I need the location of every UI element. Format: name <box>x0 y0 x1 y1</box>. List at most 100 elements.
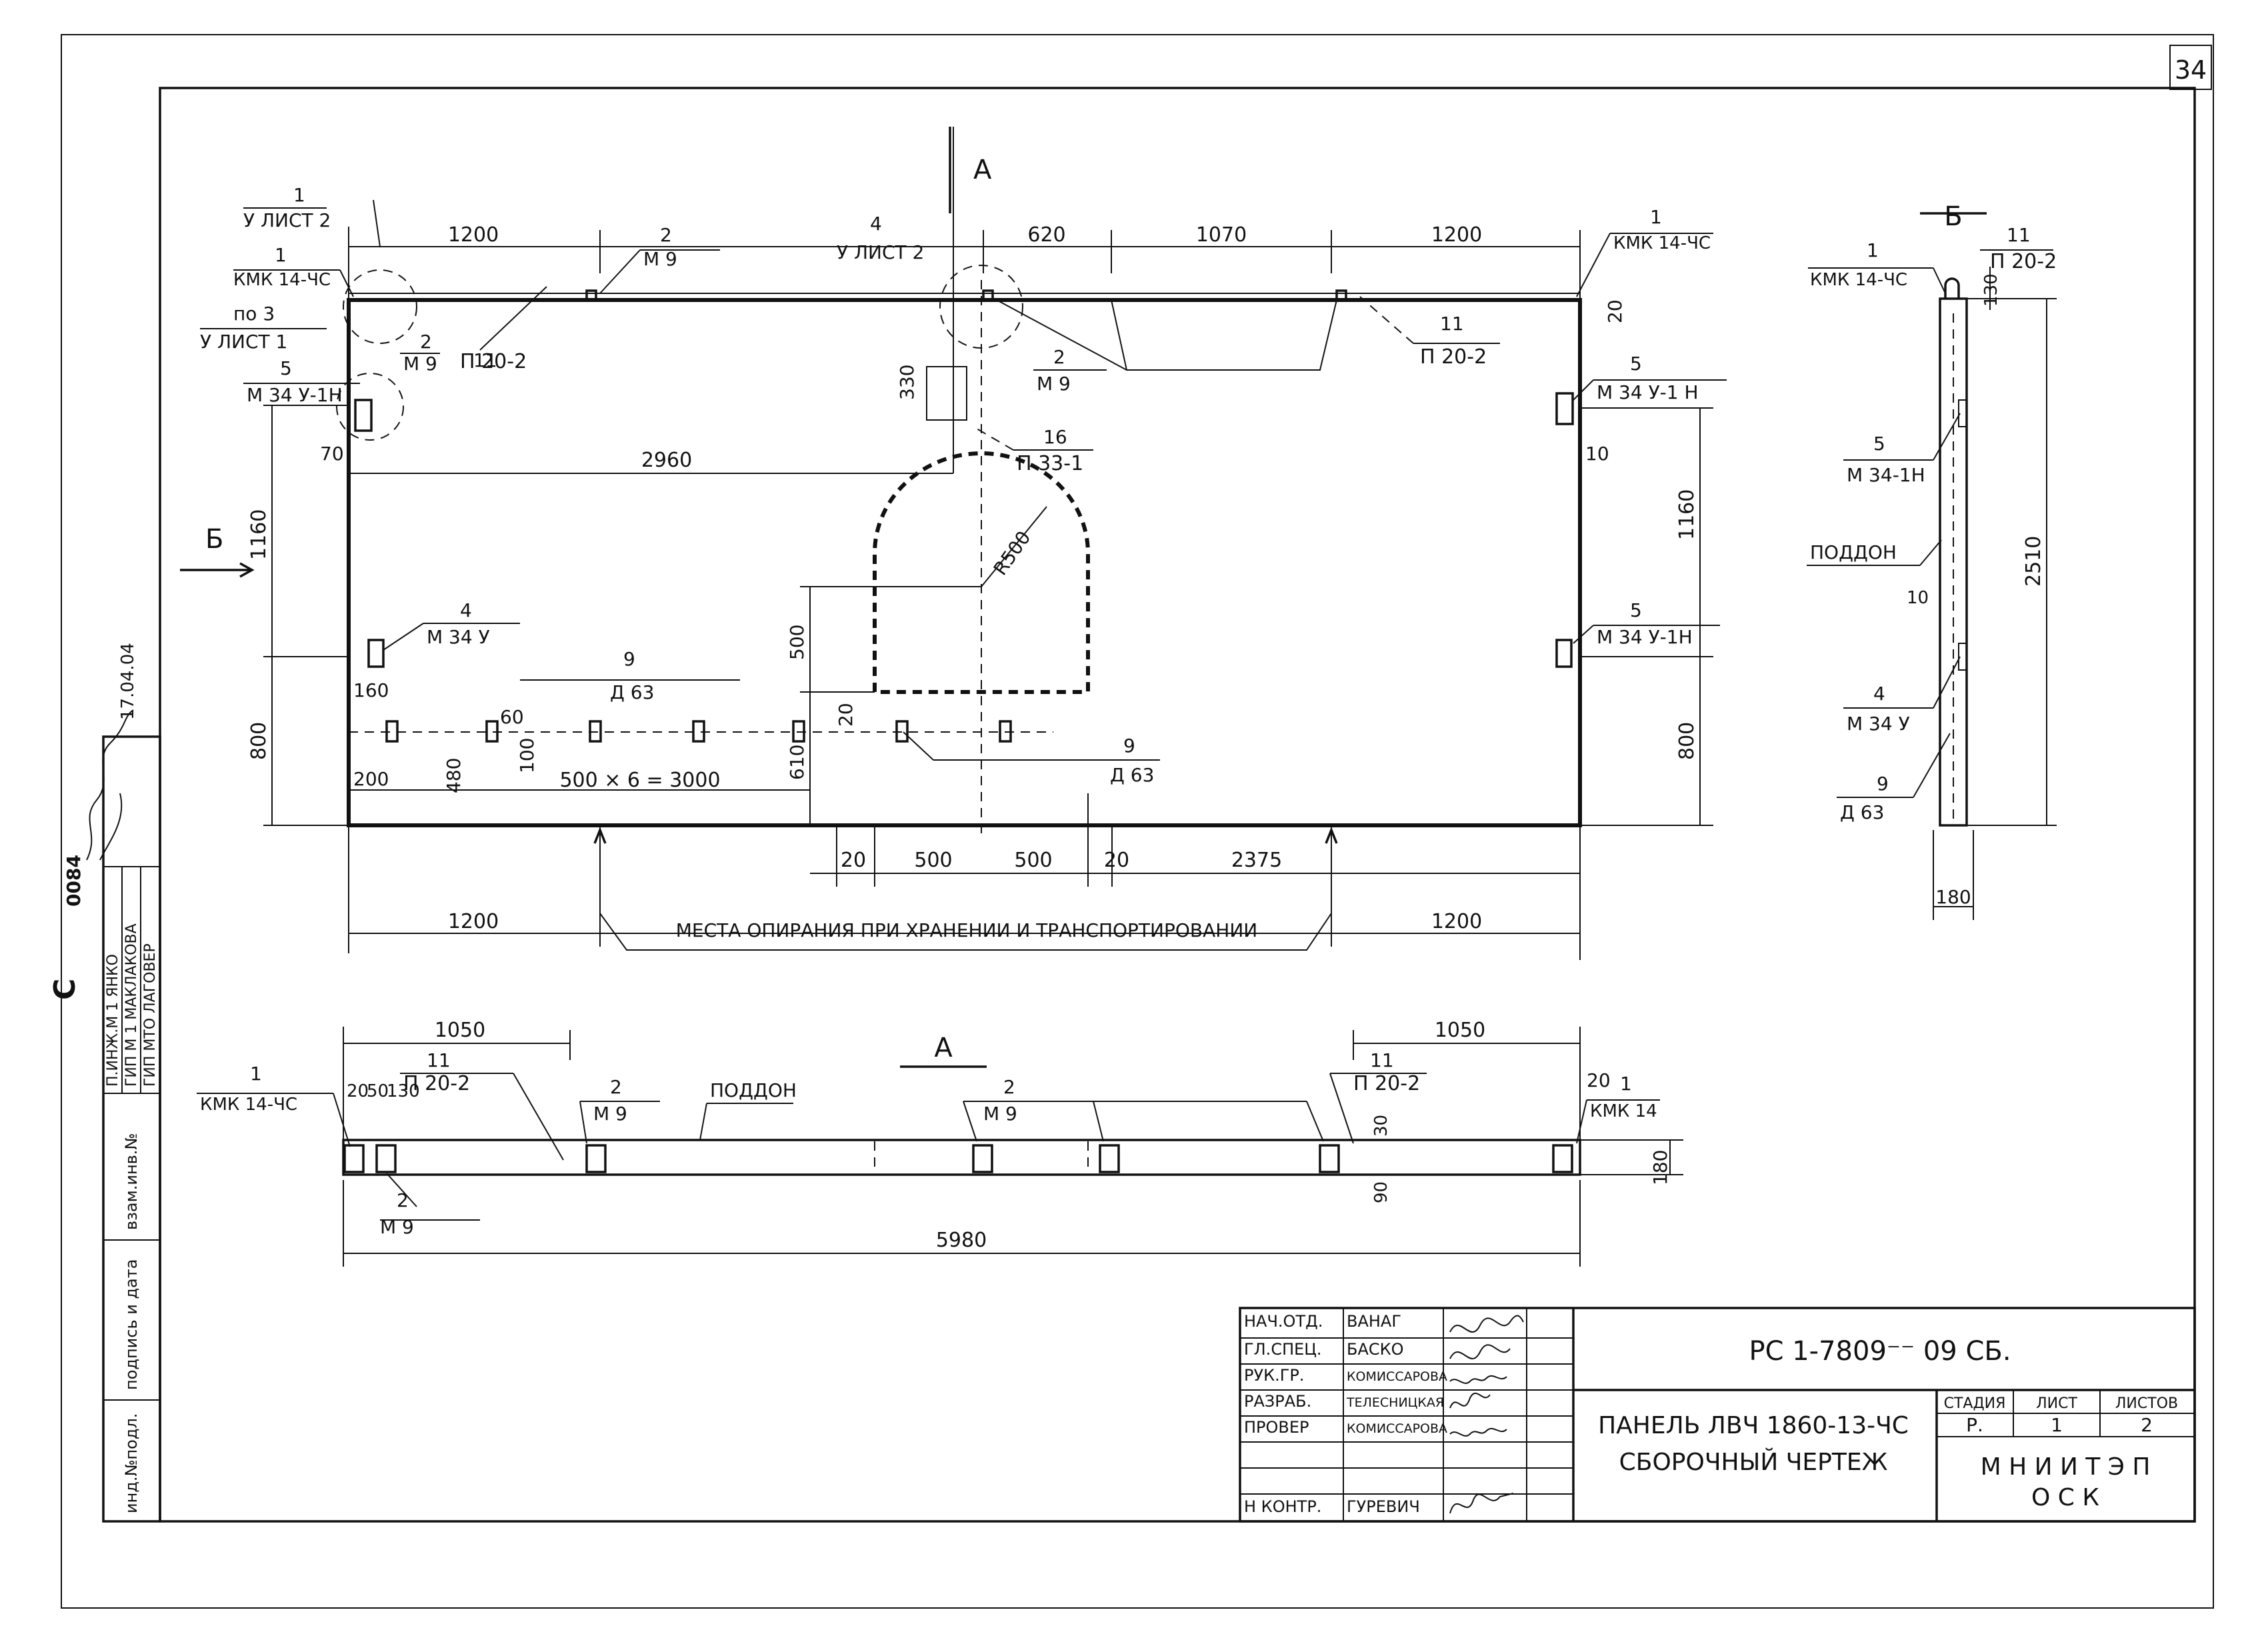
detail-circle-1 <box>343 269 417 344</box>
svg-text:2: 2 <box>660 224 672 246</box>
svg-text:90: 90 <box>1371 1181 1391 1203</box>
svg-text:Д 63: Д 63 <box>1840 801 1884 823</box>
svg-text:1: 1 <box>1650 206 1662 228</box>
svg-text:по 3: по 3 <box>233 303 275 325</box>
stage-value: Р. <box>1966 1414 1983 1436</box>
page-number: 34 <box>2175 55 2207 85</box>
callouts-front: 1 У ЛИСТ 2 4 У ЛИСТ 2 по 3 У ЛИСТ 1 1 КМ… <box>200 184 1727 786</box>
svg-text:9: 9 <box>1123 735 1135 757</box>
svg-text:2: 2 <box>1003 1076 1015 1098</box>
stamp-approval-row-1: П.ИНЖ.М 1 ЯНКО <box>105 954 121 1087</box>
svg-text:2: 2 <box>420 331 432 353</box>
svg-text:КМК 14-ЧС: КМК 14-ЧС <box>233 270 331 290</box>
stamp-caption-inv: инд.№подл. <box>122 1413 141 1513</box>
side-view-label: Б <box>1944 201 1962 232</box>
svg-text:5: 5 <box>1873 433 1885 455</box>
front-view: R500 А Б 1200 620 1070 1200 1160 800 70 <box>180 127 1727 960</box>
svg-text:1: 1 <box>1867 239 1879 261</box>
name-5: КОМИССАРОВА <box>1347 1421 1447 1436</box>
svg-text:500 × 6 = 3000: 500 × 6 = 3000 <box>559 769 720 792</box>
svg-text:ПОДДОН: ПОДДОН <box>1810 541 1897 563</box>
opening-arch <box>873 451 1090 694</box>
svg-text:М 9: М 9 <box>1037 373 1071 395</box>
detail-circle-3 <box>336 373 404 441</box>
svg-text:610: 610 <box>786 745 808 780</box>
svg-text:КМК 14-ЧС: КМК 14-ЧС <box>1613 233 1711 253</box>
svg-text:У ЛИСТ 2: У ЛИСТ 2 <box>837 241 924 263</box>
stamp-signature <box>86 709 134 861</box>
svg-text:1070: 1070 <box>1196 223 1247 247</box>
svg-text:130: 130 <box>1981 273 2001 307</box>
svg-text:11: 11 <box>427 1049 451 1071</box>
svg-text:2960: 2960 <box>641 449 692 472</box>
detail-circle-2 <box>939 265 1023 349</box>
svg-text:1200: 1200 <box>448 910 499 933</box>
svg-text:1050: 1050 <box>1435 1019 1485 1042</box>
svg-text:800: 800 <box>1675 722 1699 760</box>
role-5: ПРОВЕР <box>1244 1418 1309 1437</box>
svg-text:1200: 1200 <box>1431 223 1482 247</box>
stamp-date: 17.04.04 <box>118 643 138 720</box>
svg-text:1050: 1050 <box>435 1019 485 1042</box>
stamp-caption-sign: подпись и дата <box>122 1259 141 1390</box>
svg-text:100: 100 <box>516 738 538 773</box>
svg-text:500: 500 <box>786 625 808 660</box>
lifting-loop-mid <box>982 289 994 300</box>
role-2: ГЛ.СПЕЦ. <box>1244 1340 1322 1359</box>
svg-text:70: 70 <box>320 443 344 465</box>
svg-text:М 9: М 9 <box>983 1103 1017 1125</box>
svg-text:КМК 14-ЧС: КМК 14-ЧС <box>200 1095 297 1115</box>
svg-text:500: 500 <box>1014 849 1052 872</box>
svg-text:180: 180 <box>1935 886 1971 908</box>
svg-text:130: 130 <box>387 1081 420 1101</box>
sheet-header: ЛИСТ <box>2036 1395 2077 1412</box>
svg-text:11: 11 <box>1370 1049 1394 1071</box>
svg-text:П 20-2: П 20-2 <box>460 350 527 373</box>
svg-text:КМК 14: КМК 14 <box>1590 1101 1657 1121</box>
svg-text:11: 11 <box>2007 224 2031 246</box>
svg-text:5: 5 <box>1630 599 1642 621</box>
svg-text:480: 480 <box>443 758 465 793</box>
svg-text:1200: 1200 <box>1431 910 1482 933</box>
svg-text:2375: 2375 <box>1231 849 1282 872</box>
svg-text:20: 20 <box>1604 299 1626 323</box>
svg-text:20: 20 <box>1587 1069 1611 1091</box>
svg-text:11: 11 <box>1440 313 1464 335</box>
svg-text:10: 10 <box>1585 443 1609 465</box>
embedded-parts-front <box>354 366 1574 743</box>
svg-text:20: 20 <box>347 1081 369 1101</box>
svg-text:П 20-2: П 20-2 <box>1420 345 1487 369</box>
svg-text:20: 20 <box>835 703 857 727</box>
sheets-header: ЛИСТОВ <box>2115 1395 2178 1412</box>
title-line-2: СБОРОЧНЫЙ ЧЕРТЕЖ <box>1619 1448 1888 1476</box>
svg-text:1: 1 <box>275 244 287 266</box>
svg-text:М 34 У: М 34 У <box>1847 713 1910 735</box>
svg-text:2: 2 <box>397 1189 409 1211</box>
svg-text:30: 30 <box>1371 1115 1391 1137</box>
signature-marks <box>1449 1315 1524 1514</box>
svg-text:2510: 2510 <box>2022 536 2045 587</box>
stamp-mark: C <box>48 979 82 1000</box>
page-number-box <box>2169 45 2212 90</box>
svg-text:М 9: М 9 <box>593 1103 627 1125</box>
svg-text:М 34 У-1 Н: М 34 У-1 Н <box>1597 381 1699 403</box>
svg-text:4: 4 <box>870 213 882 235</box>
svg-text:620: 620 <box>1027 223 1065 247</box>
svg-text:1160: 1160 <box>247 509 271 560</box>
support-note: МЕСТА ОПИРАНИЯ ПРИ ХРАНЕНИИ И ТРАНСПОРТИ… <box>676 919 1257 941</box>
svg-text:4: 4 <box>460 599 472 621</box>
svg-text:М 34 У-1Н: М 34 У-1Н <box>247 384 343 406</box>
view-label-b: Б <box>205 524 223 555</box>
side-panel-outline <box>1939 297 1968 827</box>
stamp-caption-replace: взам.инв.№ <box>122 1133 141 1230</box>
svg-text:М 34 У: М 34 У <box>427 626 490 648</box>
svg-text:330: 330 <box>896 365 918 400</box>
svg-text:180: 180 <box>1649 1150 1671 1185</box>
svg-text:.: . <box>460 349 466 371</box>
callouts-plan: 1 КМК 14-ЧС 11 П 20-2 2 М 9 ПОДДОН 2 М 9… <box>197 1049 1660 1238</box>
top-view-label: А <box>934 1033 953 1063</box>
stamp-mark-number: 0084 <box>63 855 85 907</box>
svg-text:П 33-1: П 33-1 <box>1017 452 1083 475</box>
lifting-loop-right <box>1335 289 1347 300</box>
svg-text:П 20-2: П 20-2 <box>1990 250 2057 273</box>
